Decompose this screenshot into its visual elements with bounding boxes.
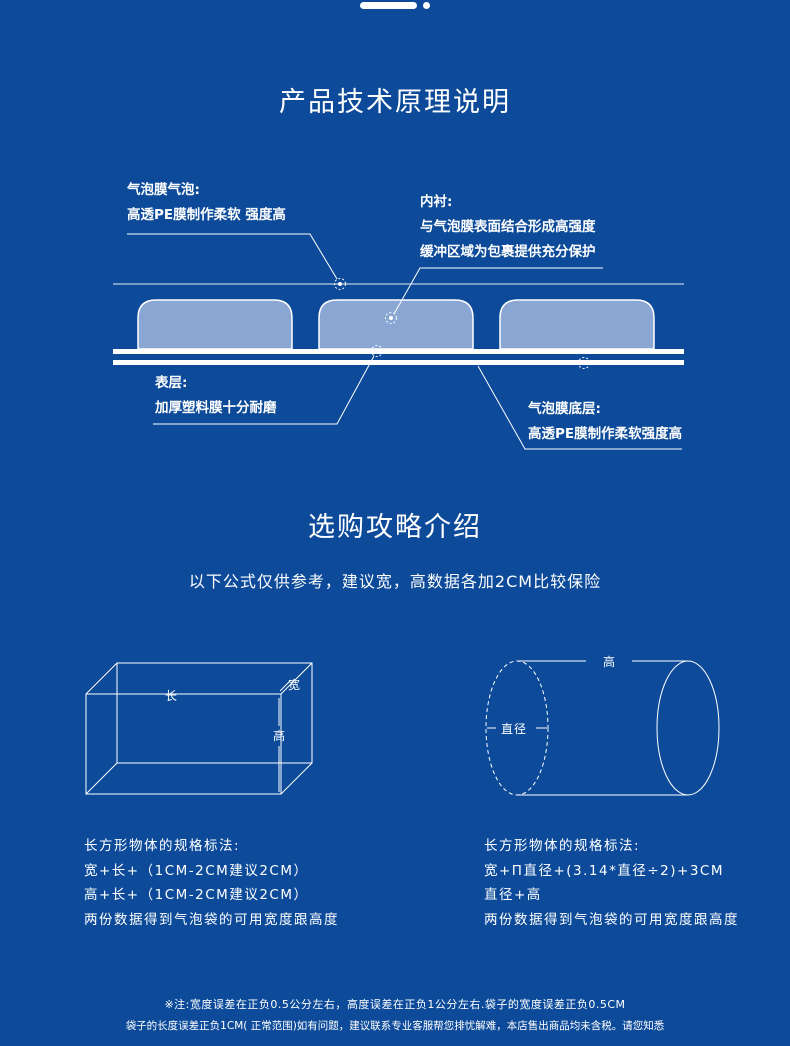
cylinder-diagram <box>485 660 720 796</box>
label-bottom-desc: 高透PE膜制作柔软强度高 <box>528 426 683 442</box>
leader-surface <box>153 355 375 425</box>
marker-lining <box>385 312 397 324</box>
bubble-shape-2 <box>318 299 474 350</box>
footer-note-line-2: 袋子的长度误差正负1CM( 正常范围)如有问题，建议联系专业客服帮您排忧解难，本… <box>125 1020 665 1032</box>
guide-subtitle: 以下公式仅供参考，建议宽，高数据各加2CM比较保险 <box>188 572 602 591</box>
cylinder-diameter-label: 直径 <box>501 722 528 736</box>
box-diagram <box>85 662 313 795</box>
left-formula-line-3: 高+长+（1CM-2CM建议2CM） <box>84 887 309 903</box>
cylinder-height-label: 高 <box>603 655 616 669</box>
section-title-guide: 选购攻略介绍 <box>308 512 482 543</box>
label-lining-title: 内衬: <box>420 194 453 210</box>
bubble-shape-3 <box>499 299 655 350</box>
label-surface-title: 表层: <box>155 375 188 391</box>
pager-dot[interactable] <box>423 2 430 9</box>
marker-bottom <box>578 357 590 369</box>
leader-bubble <box>127 233 338 280</box>
label-lining-line1: 与气泡膜表面结合形成高强度 <box>420 219 596 235</box>
right-formula-line-3: 直径+高 <box>484 887 542 903</box>
left-formula-line-1: 长方形物体的规格标法: <box>84 838 241 854</box>
pager-active-indicator[interactable] <box>360 2 417 9</box>
surface-layer <box>113 349 684 354</box>
label-bubble-desc: 高透PE膜制作柔软 强度高 <box>127 207 286 223</box>
right-formula-line-2: 宽+Π直径+(3.14*直径÷2)+3CM <box>484 862 724 879</box>
left-formula-line-2: 宽+长+（1CM-2CM建议2CM） <box>84 862 309 879</box>
marker-surface <box>371 345 383 357</box>
label-surface-desc: 加厚塑料膜十分耐磨 <box>155 400 277 416</box>
leader-bottom <box>477 365 682 450</box>
right-formula-line-4: 两份数据得到气泡袋的可用宽度跟高度 <box>484 911 739 928</box>
box-length-label: 长 <box>165 689 178 703</box>
leader-lining <box>393 267 603 315</box>
label-lining-line2: 缓冲区域为包裹提供充分保护 <box>420 244 596 260</box>
bubble-shape-1 <box>137 299 293 350</box>
label-bottom-title: 气泡膜底层: <box>528 401 601 417</box>
label-bubble-title: 气泡膜气泡: <box>127 182 200 198</box>
box-height-label: 高 <box>273 729 286 743</box>
right-formula-line-1: 长方形物体的规格标法: <box>484 838 641 854</box>
marker-bubble <box>334 278 346 290</box>
section-title-principle: 产品技术原理说明 <box>279 87 511 118</box>
bottom-layer <box>113 360 684 365</box>
left-formula-line-4: 两份数据得到气泡袋的可用宽度跟高度 <box>84 911 339 928</box>
box-width-label: 宽 <box>288 678 301 692</box>
footer-note-line-1: ※注:宽度误差在正负0.5公分左右，高度误差在正负1公分左右.袋子的宽度误差正负… <box>164 998 626 1011</box>
